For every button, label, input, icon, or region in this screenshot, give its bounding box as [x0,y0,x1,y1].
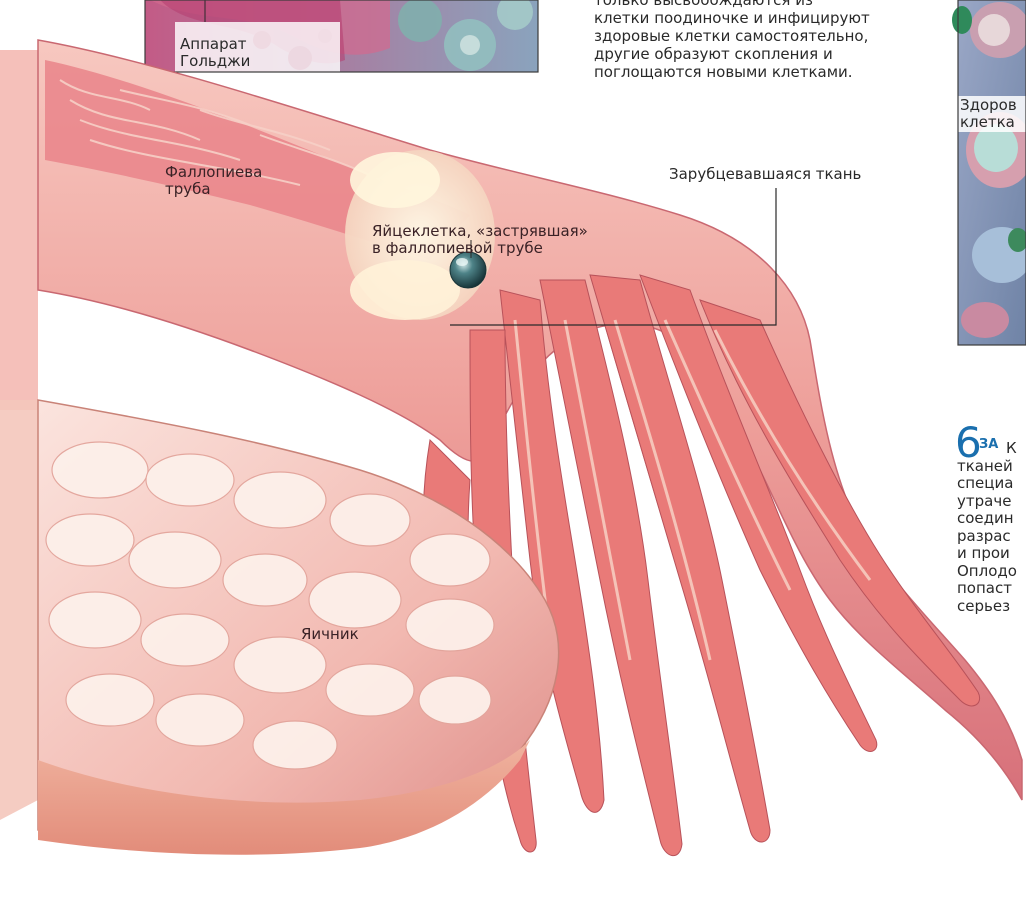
side-line: соедин [957,510,1017,528]
side-line: Оплодо [957,563,1017,581]
side-line: К [988,440,1017,458]
scar-tissue-label: Зарубцевавшаяся ткань [669,166,861,183]
side-line: утраче [957,493,1017,511]
paragraph-line: только высвобождаются из [594,0,870,9]
paragraph-line: клетки поодиночке и инфицируют [594,9,870,27]
fallopian-tube-label: Фаллопиева труба [165,164,262,198]
paragraph-line: поглощаются новыми клетками. [594,63,870,81]
cell-inset [952,0,1026,345]
healthy-cell-label: Здоров клетка [960,97,1017,131]
paragraph-line: другие образуют скопления и [594,45,870,63]
side-line: разрас [957,528,1017,546]
paragraph-line: здоровые клетки самостоятельно, [594,27,870,45]
side-paragraph: К тканей специа утраче соедин разрас и п… [988,440,1017,615]
golgi-label: Аппарат Гольджи [180,36,250,70]
side-line: попаст [957,580,1017,598]
ovary-label: Яичник [301,626,359,643]
side-line: и прои [957,545,1017,563]
egg-stuck-label: Яйцеклетка, «застрявшая» в фаллопиевой т… [372,223,588,257]
side-line: серьез [957,598,1017,616]
side-line: специа [957,475,1017,493]
side-line: тканей [957,458,1017,476]
egg-cell [450,252,486,288]
top-paragraph: только высвобождаются из клетки поодиноч… [594,0,870,81]
